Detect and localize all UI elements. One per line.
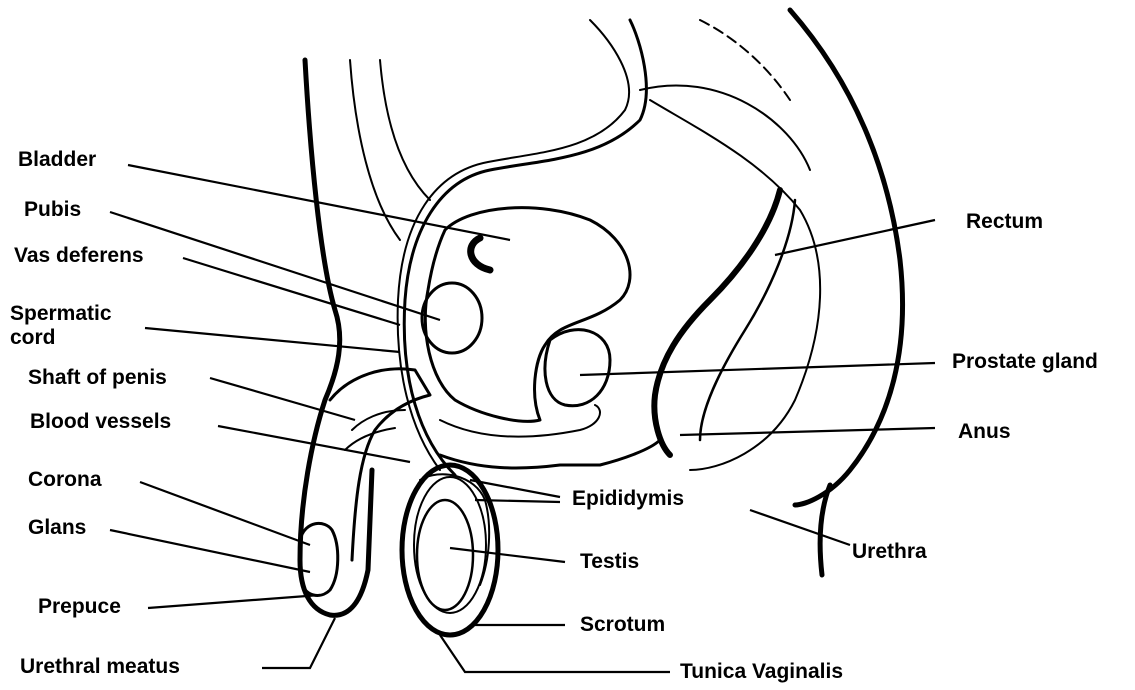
rectum-outline-2 — [700, 200, 795, 440]
label-prepuce: Prepuce — [38, 595, 121, 619]
testis-shape — [417, 500, 473, 610]
leader-urethral-meatus — [262, 618, 335, 668]
label-blood-vessels: Blood vessels — [30, 410, 171, 434]
buttock-line — [640, 85, 810, 170]
label-corona: Corona — [28, 468, 102, 492]
leader-prepuce — [148, 595, 320, 608]
dash-line — [700, 20, 790, 100]
leader-pubis — [110, 212, 440, 320]
label-prostate-gland: Prostate gland — [952, 350, 1098, 374]
leader-corona — [140, 482, 310, 545]
label-glans: Glans — [28, 516, 86, 540]
leader-prostate-gland — [580, 363, 935, 375]
leader-rectum — [775, 220, 935, 255]
label-bladder: Bladder — [18, 148, 96, 172]
back-contour-lower — [820, 485, 830, 575]
label-anus: Anus — [958, 420, 1011, 444]
glans-shape — [300, 523, 338, 595]
label-tunica-vaginalis: Tunica Vaginalis — [680, 660, 843, 684]
leader-vas-deferens — [183, 258, 400, 325]
label-shaft-of-penis: Shaft of penis — [28, 366, 167, 390]
label-vas-deferens: Vas deferens — [14, 244, 144, 268]
label-urethral-meatus: Urethral meatus — [20, 655, 180, 679]
label-urethra: Urethra — [852, 540, 927, 564]
bladder-wall — [471, 238, 490, 270]
label-spermatic-cord: Spermatic cord — [10, 302, 120, 350]
label-testis: Testis — [580, 550, 639, 574]
inner-abdominal-line-2 — [380, 60, 430, 200]
leader-glans — [110, 530, 310, 572]
leader-urethra — [750, 510, 850, 545]
rectum-outline — [654, 190, 780, 455]
vas-deferens-loop — [404, 20, 646, 475]
leader-testis — [450, 548, 565, 562]
leader-spermatic-cord — [145, 328, 400, 352]
leader-tunica-vaginalis — [440, 635, 670, 672]
vas-deferens-loop-2 — [398, 20, 629, 470]
label-epididymis: Epididymis — [572, 487, 684, 511]
bladder-shape — [425, 208, 630, 422]
label-rectum: Rectum — [966, 210, 1043, 234]
perineum-line — [440, 440, 660, 468]
leader-lines — [110, 165, 935, 672]
leader-anus — [680, 428, 935, 435]
epididymis-shape — [420, 474, 489, 585]
rectum-inner — [650, 100, 820, 470]
label-pubis: Pubis — [24, 198, 81, 222]
prostate-shape — [545, 330, 610, 406]
label-scrotum: Scrotum — [580, 613, 665, 637]
